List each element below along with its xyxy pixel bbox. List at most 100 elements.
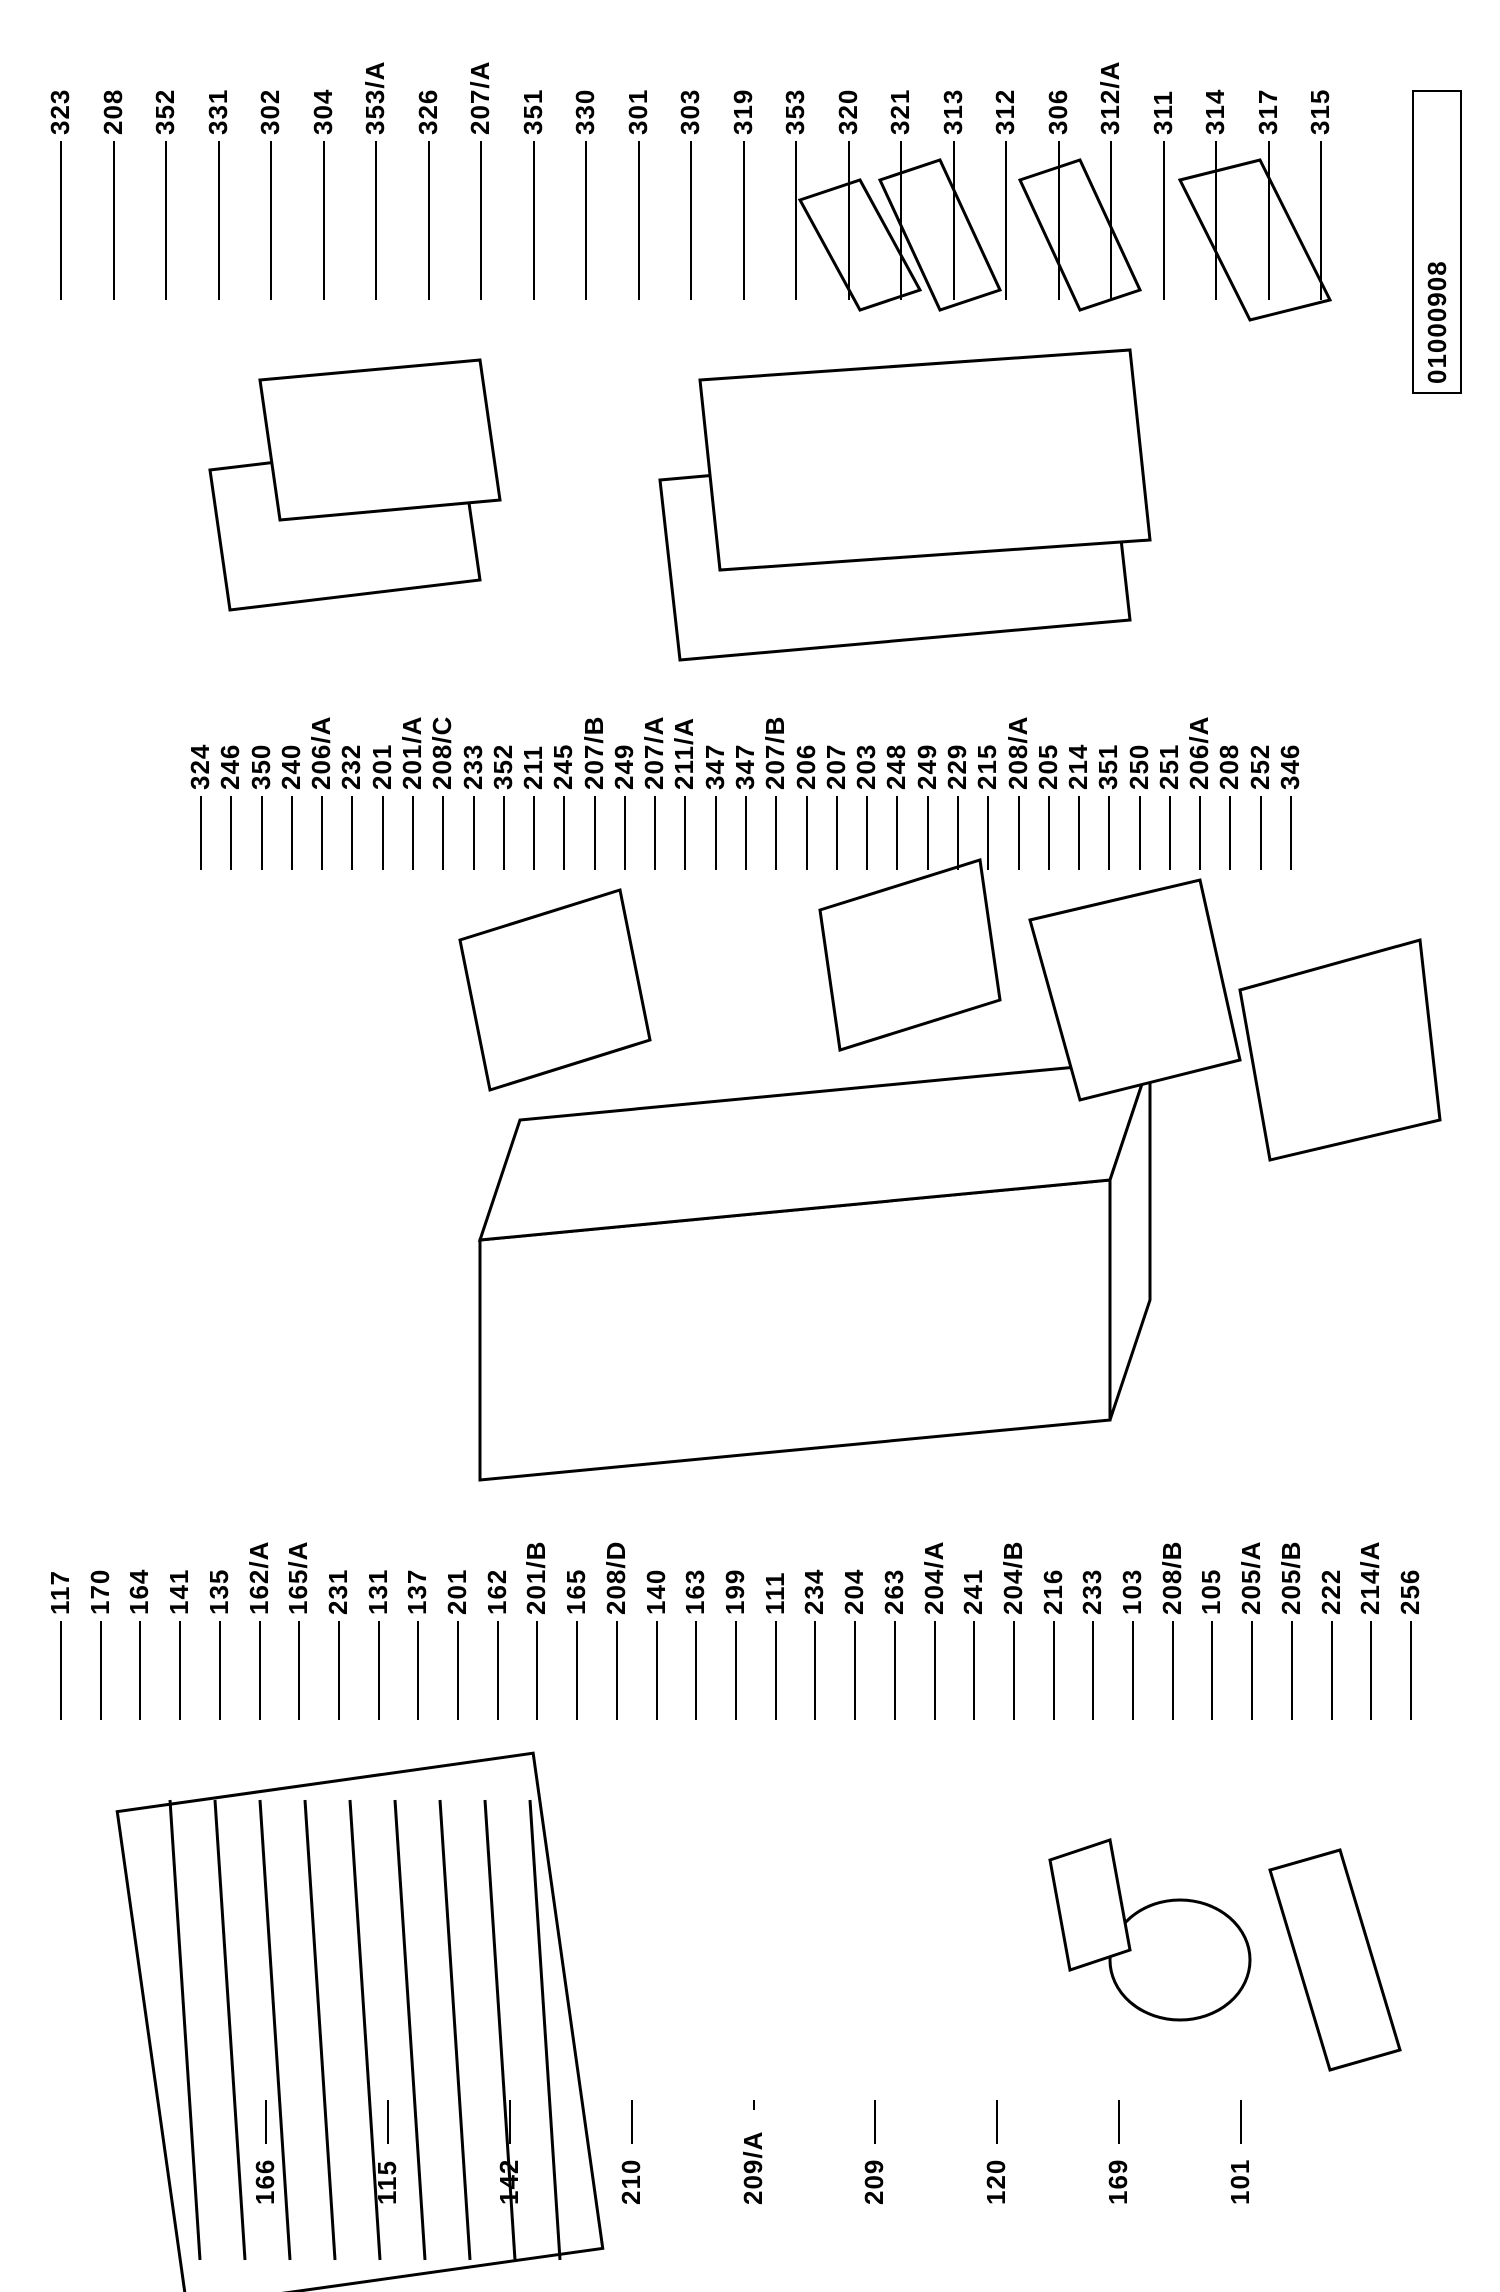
part-label: 131	[362, 1568, 393, 1615]
condenser-tube	[483, 1799, 517, 2261]
part-label: 207/A	[465, 60, 495, 135]
leader-line	[377, 1621, 380, 1720]
part-label: 314	[1200, 88, 1230, 135]
leader-line	[508, 2100, 511, 2144]
leader-line	[99, 1621, 102, 1720]
leader-line	[427, 141, 430, 300]
fridge-door-liner	[698, 348, 1152, 572]
leader-line	[218, 1621, 221, 1720]
leader-line	[375, 141, 377, 300]
part-label: 311	[1147, 90, 1178, 135]
leader-line	[774, 1621, 777, 1720]
part-label: 249	[911, 743, 942, 790]
part-label: 205/A	[1236, 1540, 1267, 1615]
part-label: 208/A	[1002, 715, 1033, 790]
leader-line	[1370, 1621, 1373, 1720]
part-label: 199	[720, 1568, 750, 1615]
part-label: 353/A	[360, 60, 390, 135]
part-label: 135	[203, 1568, 234, 1615]
relay-box	[1048, 1838, 1132, 1972]
part-label: 207/B	[578, 715, 609, 790]
leader-line	[386, 2100, 389, 2144]
part-label: 231	[322, 1568, 353, 1615]
leader-line	[496, 1621, 499, 1720]
part-label: 165	[561, 1568, 592, 1615]
condenser-tube	[393, 1799, 427, 2261]
leader-line	[533, 796, 536, 870]
part-label: 215	[972, 743, 1003, 790]
part-label: 303	[675, 88, 705, 135]
leader-line	[112, 141, 115, 300]
leader-line	[814, 1621, 817, 1720]
leader-line	[260, 796, 263, 870]
part-label: 115	[371, 2160, 402, 2205]
part-label: 169	[1103, 2158, 1134, 2205]
part-label: 210	[615, 2158, 646, 2205]
shelves	[458, 858, 1442, 1162]
part-label: 206	[790, 743, 821, 790]
part-label: 313	[937, 88, 968, 135]
leader-line	[1138, 796, 1141, 870]
leader-line	[690, 141, 692, 300]
door-bin-320	[797, 178, 923, 312]
leader-line	[411, 796, 414, 870]
part-label: 330	[570, 88, 600, 135]
crisper-cover	[1028, 878, 1242, 1102]
part-label: 331	[202, 88, 233, 135]
leader-line	[1267, 141, 1270, 300]
cabinet-side	[1108, 1059, 1152, 1421]
leader-line	[60, 141, 62, 300]
part-label: 246	[215, 743, 246, 790]
part-label: 304	[307, 88, 338, 135]
leader-line	[1259, 796, 1262, 870]
leader-line	[933, 1621, 936, 1720]
leader-line	[321, 796, 324, 870]
leader-line	[695, 1621, 698, 1720]
leader-line	[457, 1621, 460, 1720]
condenser-tube	[348, 1799, 382, 2261]
leader-line	[854, 1621, 857, 1720]
leader-line	[1199, 796, 1202, 870]
part-label: 166	[250, 2158, 280, 2205]
leader-line	[417, 1621, 420, 1720]
part-label: 214	[1063, 743, 1094, 790]
leader-line	[1171, 1621, 1174, 1720]
freezer-door-liner	[258, 358, 502, 522]
leader-line	[472, 796, 475, 870]
leader-line	[298, 1621, 301, 1720]
reference-code-box: 01000908	[1412, 90, 1462, 394]
leader-line	[1215, 141, 1217, 300]
door-bin-315	[1177, 158, 1333, 322]
condenser-tube	[303, 1799, 337, 2261]
part-label: 209/A	[737, 2130, 768, 2205]
leader-line	[139, 1621, 142, 1720]
part-label: 312/A	[1095, 60, 1125, 135]
cabinet-body	[477, 1058, 1153, 1482]
part-label: 164	[124, 1568, 155, 1615]
part-label: 240	[275, 743, 306, 790]
part-label: 103	[1117, 1568, 1148, 1615]
part-label: 142	[493, 2158, 524, 2205]
part-label: 201/A	[396, 715, 427, 790]
part-label: 209	[859, 2158, 890, 2205]
leader-line	[630, 2100, 633, 2144]
part-label: 245	[548, 743, 579, 790]
part-label: 350	[245, 743, 276, 790]
fridge-door	[658, 348, 1152, 662]
leader-line	[900, 141, 902, 300]
leader-line	[684, 796, 687, 870]
leader-line	[1211, 1621, 1214, 1720]
part-label: 306	[1042, 88, 1073, 135]
leader-line	[847, 141, 850, 300]
door-bins	[797, 158, 1333, 322]
leader-line	[896, 796, 899, 870]
leader-line	[217, 141, 220, 300]
leader-line	[615, 1621, 618, 1720]
leader-line	[655, 1621, 658, 1720]
part-label: 162	[481, 1568, 512, 1615]
part-label: 249	[608, 743, 639, 790]
leader-line	[654, 796, 657, 870]
part-label: 233	[457, 743, 488, 790]
leader-line	[973, 1621, 976, 1720]
part-label: 323	[45, 88, 75, 135]
